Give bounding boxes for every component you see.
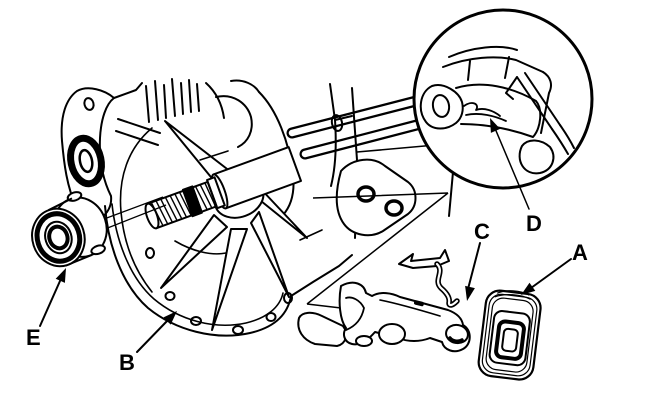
seal-ring xyxy=(67,134,105,188)
release-bearing-drawing xyxy=(31,191,108,268)
label-B: B xyxy=(119,350,135,375)
housing-rim xyxy=(104,205,292,337)
label-b-arrowhead xyxy=(163,311,177,325)
label-c-leader xyxy=(467,242,481,290)
label-b-leader xyxy=(136,319,169,353)
fork-mount-bracket xyxy=(335,158,417,237)
label-a-arrowhead xyxy=(521,282,536,295)
seal-flange xyxy=(60,87,115,221)
label-E: E xyxy=(26,325,41,350)
inset-fork-eye xyxy=(419,84,464,130)
label-C: C xyxy=(474,219,490,244)
label-a-leader xyxy=(530,258,572,289)
inset-screwdriver xyxy=(505,72,561,130)
inset-detail-circle xyxy=(412,8,594,210)
inset-circle-outline xyxy=(412,8,594,190)
detail-wedge-lines xyxy=(306,192,449,309)
input-shaft-drawing xyxy=(144,146,302,230)
spring-clip-drawing xyxy=(398,249,460,308)
boot-drawing xyxy=(477,289,542,381)
release-fork-drawing xyxy=(338,281,471,353)
label-d-arrowhead xyxy=(490,118,501,133)
label-c-arrowhead xyxy=(465,285,475,301)
fork-pivot-dome xyxy=(378,323,406,345)
label-D: D xyxy=(526,211,542,236)
label-A: A xyxy=(572,240,588,265)
inset-spring-clip xyxy=(463,102,501,117)
transmission-housing-drawing xyxy=(60,78,456,347)
label-e-leader xyxy=(39,280,61,327)
bearing-alignment-line xyxy=(95,196,167,232)
label-arrows xyxy=(39,242,572,353)
label-e-arrowhead xyxy=(55,268,66,283)
spline-hatching xyxy=(150,182,217,227)
label-d-leader xyxy=(493,125,530,210)
